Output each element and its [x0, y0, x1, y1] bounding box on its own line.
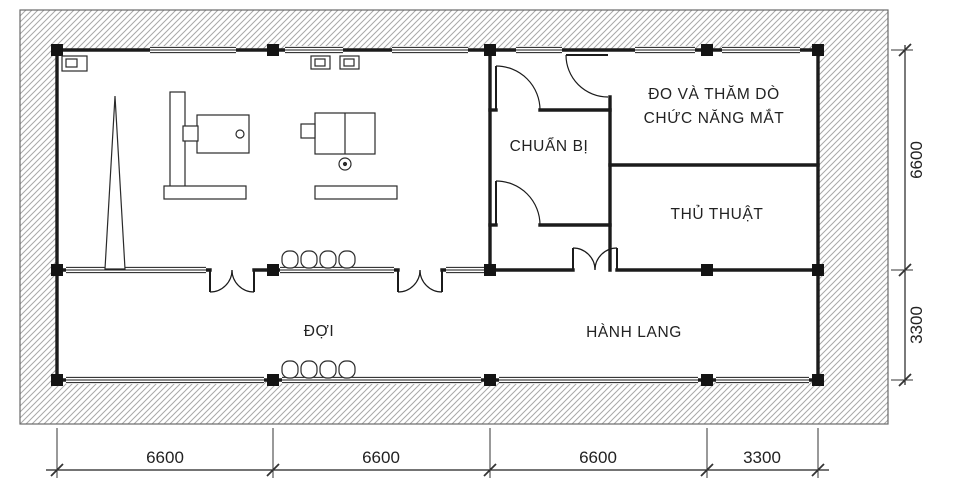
column-marker: [267, 44, 279, 56]
dimension-tick: [811, 463, 825, 477]
waiting-chair: [338, 250, 356, 269]
column-marker: [701, 44, 713, 56]
window: [722, 46, 800, 54]
dimension-tick: [266, 463, 280, 477]
dimension-value: 6600: [579, 448, 617, 467]
door-swing-arc: [419, 269, 443, 293]
column-marker: [267, 264, 279, 276]
waiting-chair: [281, 250, 299, 269]
stool-center: [342, 161, 348, 167]
column-marker: [51, 374, 63, 386]
window: [285, 46, 343, 54]
column-marker: [812, 264, 824, 276]
chair: [300, 123, 316, 139]
window: [280, 266, 394, 274]
dimension-right: 6600 3300: [891, 43, 926, 387]
waiting-chair: [281, 360, 299, 379]
window: [499, 376, 698, 384]
eye-chart-stand: [104, 95, 126, 270]
column-marker: [701, 374, 713, 386]
side-table: [314, 185, 398, 200]
dimension-tick: [483, 463, 497, 477]
waiting-chair: [300, 250, 318, 269]
chair: [182, 125, 199, 142]
window: [150, 46, 236, 54]
room-label-measure-line2: CHỨC NĂNG MẮT: [644, 109, 785, 127]
dimension-tick: [700, 463, 714, 477]
wall-unit-inner: [314, 58, 326, 67]
dimension-value: 6600: [907, 141, 926, 179]
window: [716, 376, 809, 384]
wall-unit-inner: [65, 58, 78, 68]
door-swing-arc: [572, 247, 596, 271]
door-swing-arc: [231, 269, 255, 293]
dimension-tick: [898, 43, 912, 57]
door-swing-arc: [397, 269, 421, 293]
room-label-hanh-lang: HÀNH LANG: [586, 324, 682, 341]
waiting-chair: [338, 360, 356, 379]
column-marker: [484, 44, 496, 56]
dimension-value: 6600: [362, 448, 400, 467]
window: [635, 46, 695, 54]
door-swing-arc: [594, 247, 618, 271]
column-marker: [701, 264, 713, 276]
waiting-chair: [319, 360, 337, 379]
door-swing-arc: [209, 269, 233, 293]
column-marker: [812, 44, 824, 56]
side-table: [163, 185, 247, 200]
waiting-chair: [300, 360, 318, 379]
cabinet: [169, 91, 186, 195]
hatch-outer-border: [19, 9, 889, 425]
furniture: [61, 55, 398, 379]
column-marker: [812, 374, 824, 386]
room-label-chuan-bi: CHUẨN BỊ: [510, 137, 589, 155]
room-labels: ĐO VÀ THĂM DÒ CHỨC NĂNG MẮT CHUẨN BỊ THỦ…: [304, 86, 785, 341]
door-swing-arc: [495, 65, 541, 111]
dimension-value: 6600: [146, 448, 184, 467]
door-swing-arc: [565, 54, 609, 98]
window: [446, 266, 486, 274]
window: [66, 266, 206, 274]
room-label-thu-thuat: THỦ THUẬT: [671, 205, 764, 223]
window: [392, 46, 468, 54]
dimension-bottom: 6600 6600 6600 3300: [46, 428, 829, 478]
doors: [209, 54, 618, 293]
room-label-doi: ĐỢI: [304, 323, 335, 340]
column-marker: [51, 264, 63, 276]
window: [516, 46, 562, 54]
dimension-tick: [50, 463, 64, 477]
window: [282, 376, 481, 384]
column-marker: [51, 44, 63, 56]
door-swing-arc: [495, 180, 541, 226]
dimension-tick: [898, 373, 912, 387]
room-label-measure-line1: ĐO VÀ THĂM DÒ: [648, 86, 780, 103]
equipment-knob: [235, 129, 245, 139]
windows: [66, 46, 809, 384]
column-marker: [267, 374, 279, 386]
dimension-value: 3300: [907, 306, 926, 344]
column-marker: [484, 264, 496, 276]
columns: [51, 44, 824, 386]
wall-unit-inner: [343, 58, 355, 67]
column-marker: [484, 374, 496, 386]
dimension-tick: [898, 263, 912, 277]
waiting-chair: [319, 250, 337, 269]
window: [66, 376, 264, 384]
dimension-value: 3300: [743, 448, 781, 467]
